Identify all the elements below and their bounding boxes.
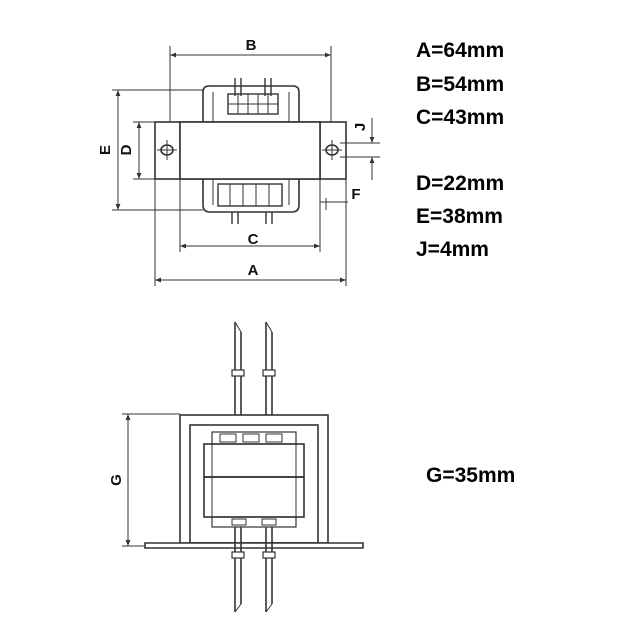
spec-g: G=35mm — [426, 464, 516, 487]
label-g: G — [108, 474, 125, 486]
label-e: E — [97, 145, 114, 155]
label-b: B — [246, 37, 257, 54]
mounting-feet — [144, 542, 364, 549]
side-view-dimensions — [122, 413, 180, 547]
spec-d: D=22mm — [416, 172, 505, 195]
top-view — [154, 78, 347, 224]
label-j: J — [352, 123, 369, 131]
top-view-dimensions — [112, 46, 380, 286]
bottom-bobbin — [202, 179, 300, 213]
top-bobbin — [202, 85, 300, 122]
label-d: D — [118, 144, 135, 155]
label-c: C — [248, 231, 259, 248]
spec-a: A=64mm — [416, 39, 505, 62]
label-f: F — [351, 186, 360, 203]
spec-b: B=54mm — [416, 73, 505, 96]
side-view — [144, 321, 364, 613]
spec-e: E=38mm — [416, 205, 503, 228]
label-a: A — [248, 262, 259, 279]
spec-j: J=4mm — [416, 238, 489, 261]
core-block — [179, 121, 321, 180]
spec-c: C=43mm — [416, 106, 505, 129]
bottom-terminal-block — [217, 183, 283, 207]
